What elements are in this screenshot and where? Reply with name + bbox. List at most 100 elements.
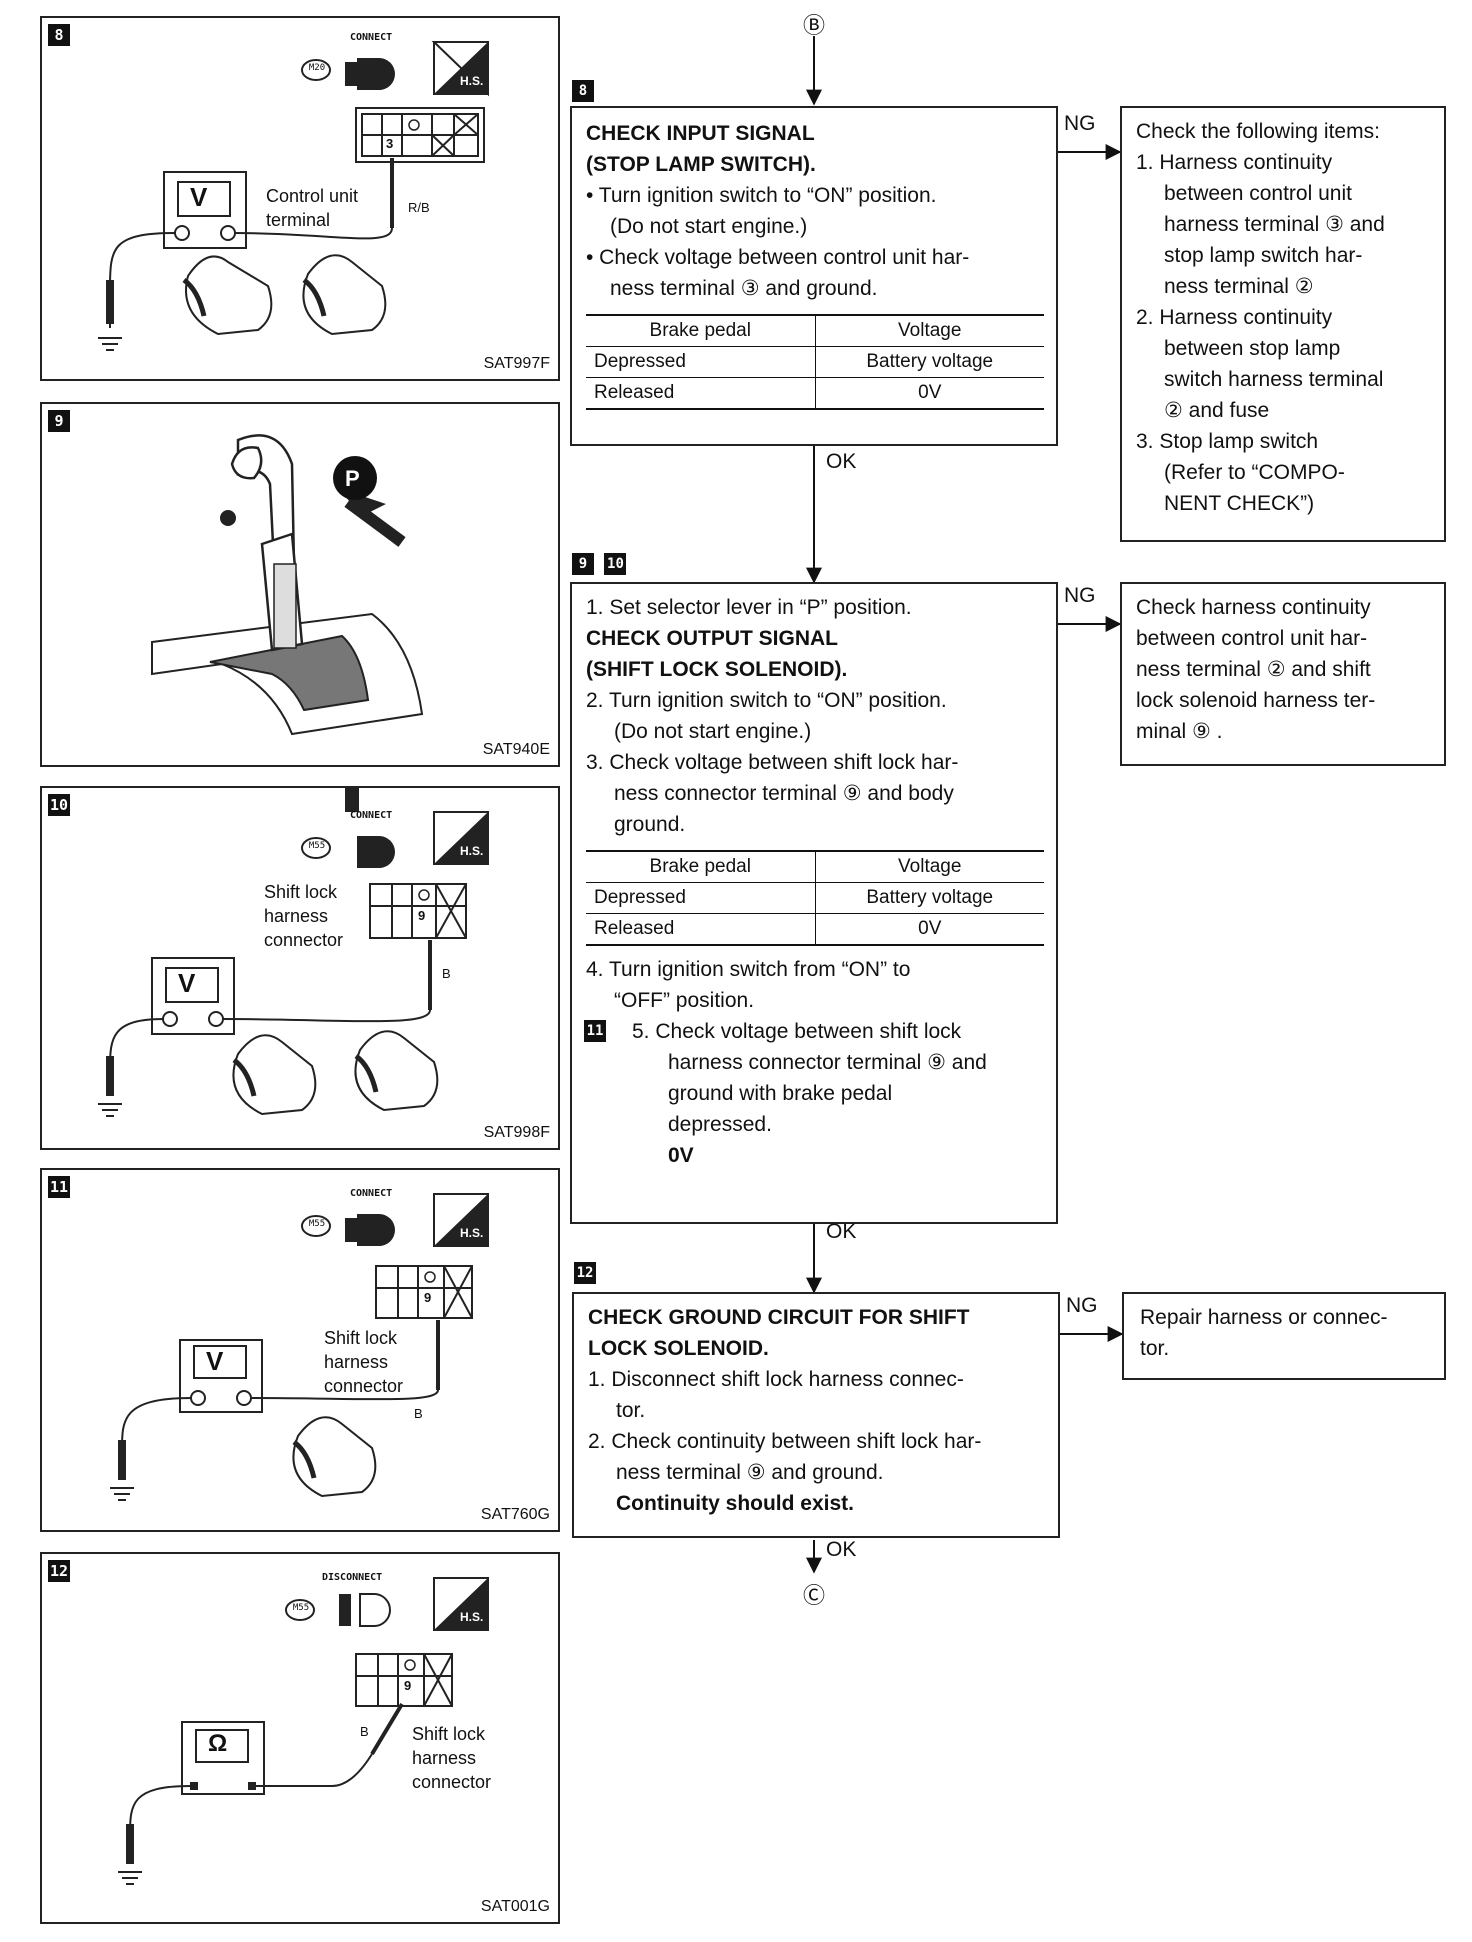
instruction: “OFF” position. <box>614 989 755 1012</box>
step-9-10-badges: 9 10 <box>572 553 627 575</box>
harness-diagram <box>98 41 489 351</box>
step-badge: 8 <box>48 24 70 46</box>
step-title: CHECK OUTPUT SIGNAL <box>586 627 838 650</box>
step-title: LOCK SOLENOID. <box>588 1337 769 1360</box>
table-cell: 0V <box>918 382 942 403</box>
ok-label: OK <box>826 450 857 473</box>
table-cell: Depressed <box>586 882 816 914</box>
figure-code: SAT997F <box>483 355 550 372</box>
table-cell: 0V <box>918 918 942 939</box>
instruction: (Do not start engine.) <box>614 720 812 743</box>
connector-label-3: connector <box>264 930 344 950</box>
meter-symbol: V <box>206 1346 224 1376</box>
step-8-box: CHECK INPUT SIGNAL (STOP LAMP SWITCH). •… <box>570 106 1058 446</box>
connect-label: CONNECT <box>350 32 393 43</box>
instruction: 3. Check voltage between shift lock har- <box>586 751 959 774</box>
pin-number: 9 <box>404 1678 412 1693</box>
result-text: Check harness continuity <box>1136 596 1371 619</box>
instruction: harness connector terminal ⑨ and <box>668 1051 987 1074</box>
result-item: stop lamp switch har- <box>1164 244 1363 267</box>
selector-lever-illustration <box>151 434 424 736</box>
hs-label: H.S. <box>460 74 484 88</box>
step-9-10-result-box: Check harness continuity between control… <box>1120 582 1446 766</box>
instruction: • Check voltage between control unit har… <box>586 246 970 269</box>
table-cell: Depressed <box>586 346 816 378</box>
pin-number: 9 <box>424 1290 432 1305</box>
hs-label: H.S. <box>460 1226 484 1240</box>
table-cell: Released <box>586 913 816 945</box>
ok-label: OK <box>826 1220 857 1243</box>
harness-diagram <box>110 1193 489 1501</box>
result-text: ness terminal ② and shift <box>1136 658 1371 681</box>
connect-label: CONNECT <box>350 810 393 821</box>
connector-label-2: harness <box>324 1352 389 1372</box>
figure-panel-10: 10 M55 CONNECT H.S. V 9 Shift lock harne <box>40 786 560 1150</box>
instruction: tor. <box>616 1399 646 1422</box>
pin-number: 9 <box>418 908 426 923</box>
step-9-10-box: 1. Set selector lever in “P” position. C… <box>570 582 1058 1224</box>
table-header: Brake pedal <box>586 315 816 347</box>
instruction: 4. Turn ignition switch from “ON” to <box>586 958 911 981</box>
hs-label: H.S. <box>460 844 484 858</box>
connector-label-3: connector <box>324 1376 404 1396</box>
step-badge: 10 <box>48 794 70 816</box>
park-position-icon: P <box>345 466 360 491</box>
connector-label-3: connector <box>412 1772 492 1792</box>
result-item: (Refer to “COMPO- <box>1164 461 1345 484</box>
connector-label-1: Shift lock <box>264 882 338 902</box>
result-item: harness terminal ③ and <box>1164 213 1385 236</box>
voltage-table: Brake pedal Voltage Depressed Battery vo… <box>586 314 1044 410</box>
instruction: 2. Turn ignition switch to “ON” position… <box>586 689 947 712</box>
instruction: depressed. <box>668 1113 772 1136</box>
figure-code: SAT001G <box>480 1898 550 1915</box>
connector-label-1: Shift lock <box>412 1724 486 1744</box>
ok-label: OK <box>826 1538 857 1561</box>
instruction: ground. <box>614 813 686 836</box>
wire-color: R/B <box>408 200 430 215</box>
result-text: tor. <box>1140 1337 1170 1360</box>
result-title: Check the following items: <box>1136 120 1380 143</box>
table-header: Voltage <box>898 856 962 877</box>
result-item: ness terminal ② <box>1164 275 1314 298</box>
figure-panel-11: 11 M55 CONNECT H.S. V 9 Shift lock harne… <box>40 1168 560 1532</box>
meter-symbol: V <box>190 182 208 212</box>
step-title: (SHIFT LOCK SOLENOID). <box>586 658 848 681</box>
step-8-result-box: Check the following items: 1. Harness co… <box>1120 106 1446 542</box>
instruction: 1. Set selector lever in “P” position. <box>586 596 912 619</box>
connect-label: CONNECT <box>350 1188 393 1199</box>
result-item: between control unit <box>1164 182 1352 205</box>
figure-code: SAT760G <box>480 1506 550 1523</box>
step-8-badge: 8 <box>572 80 594 102</box>
connector-label-2: harness <box>264 906 329 926</box>
figure-code: SAT998F <box>483 1124 550 1141</box>
step-badge: 11 <box>48 1176 70 1198</box>
step-title: (STOP LAMP SWITCH). <box>586 153 816 176</box>
step-title: CHECK INPUT SIGNAL <box>586 122 815 145</box>
hs-label: H.S. <box>460 1610 484 1624</box>
instruction: (Do not start engine.) <box>610 215 808 238</box>
expected-value: 0V <box>668 1144 694 1167</box>
table-cell: Released <box>586 377 816 409</box>
table-cell: Battery voltage <box>866 351 994 372</box>
step-11-badge: 11 <box>584 1020 606 1042</box>
wire-color: B <box>414 1406 423 1421</box>
result-text: lock solenoid harness ter- <box>1136 689 1376 712</box>
instruction: 1. Disconnect shift lock harness connec- <box>588 1368 964 1391</box>
voltage-table: Brake pedal Voltage Depressed Battery vo… <box>586 850 1044 946</box>
figure-code: SAT940E <box>482 741 550 758</box>
terminal-label-1: Control unit <box>266 186 359 206</box>
ng-label: NG <box>1066 1294 1098 1317</box>
table-header: Brake pedal <box>586 851 816 883</box>
table-cell: Battery voltage <box>866 887 994 908</box>
result-text: between control unit har- <box>1136 627 1368 650</box>
wire-color: B <box>360 1724 369 1739</box>
connector-badge: M55 <box>308 841 326 851</box>
ng-label: NG <box>1064 112 1096 135</box>
wire-color: B <box>442 966 451 981</box>
step-12-badge: 12 <box>574 1262 596 1284</box>
connector-badge: M55 <box>308 1219 326 1229</box>
instruction: • Turn ignition switch to “ON” position. <box>586 184 937 207</box>
result-item: 1. Harness continuity <box>1136 151 1333 174</box>
connector-b: Ⓑ <box>803 13 826 38</box>
